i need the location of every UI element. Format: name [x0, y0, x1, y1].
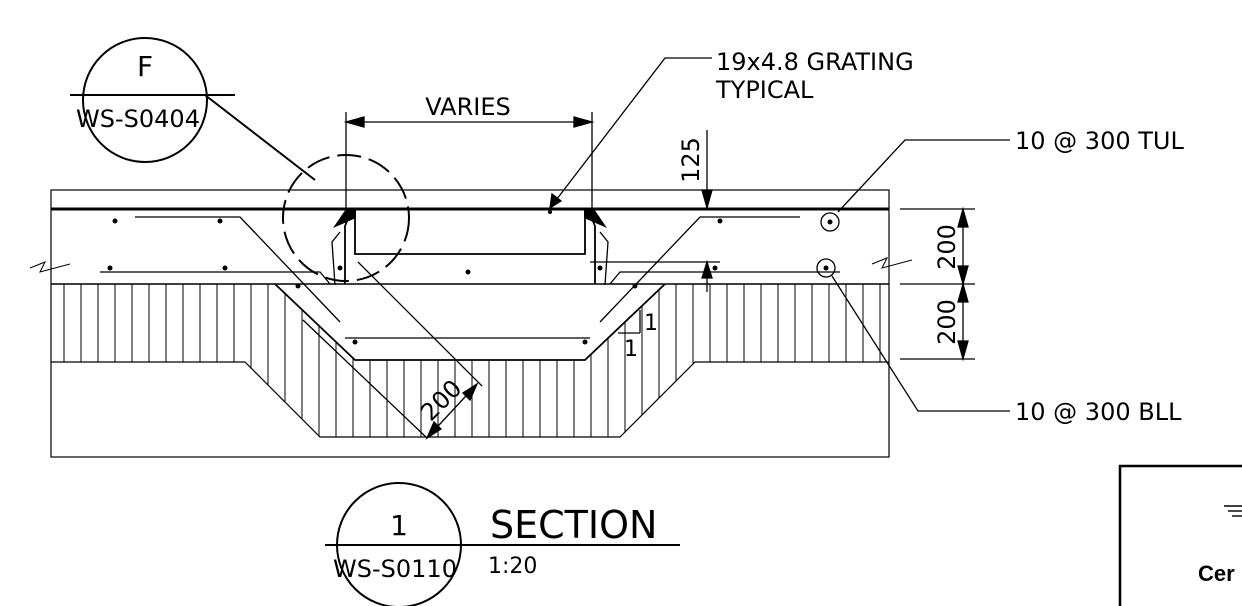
break-line-left [29, 261, 71, 273]
section-sheet: WS-S0110 [333, 555, 457, 583]
base-depth-label: 200 [933, 299, 961, 345]
bottom-bar-leader [831, 275, 1010, 412]
grating-leader [549, 57, 712, 210]
vertical-bar-left [331, 231, 341, 286]
ground-hatch [63, 284, 881, 437]
callout-bubble [82, 37, 209, 163]
grating-angle-left [333, 209, 356, 228]
grating-angle-right [584, 209, 607, 228]
top-bar-marker [820, 212, 840, 232]
break-line-right [871, 257, 913, 269]
section-frame [50, 189, 890, 458]
bottom-bar-marker [816, 258, 836, 278]
cover-dimension [590, 130, 720, 292]
stamp-text-fragment: Cer [1198, 561, 1235, 586]
slab-depth-label: 200 [933, 224, 961, 270]
rebar-dots [107, 210, 723, 345]
reinforcement [100, 216, 840, 323]
callout-sheet: WS-S0404 [76, 105, 200, 133]
section-scale: 1:20 [488, 554, 537, 579]
top-bar-leader [837, 139, 1010, 213]
stamp-box: Cer [1118, 464, 1242, 606]
bottom-bar-note: 10 @ 300 BLL [1015, 398, 1182, 426]
channel-outer [274, 283, 666, 361]
callout-letter: F [137, 50, 153, 83]
section-title-text: SECTION [490, 503, 657, 547]
top-bar-left [135, 216, 341, 323]
bottom-bar-marker-dot [823, 265, 829, 271]
right-dimensions [900, 206, 975, 362]
top-bar-note: 10 @ 300 TUL [1015, 127, 1184, 155]
bottom-bar-left [100, 271, 331, 285]
top-bar-marker-dot [827, 219, 833, 225]
detail-callout: F WS-S0404 [70, 37, 316, 181]
haunch-label: 200 [415, 374, 467, 426]
haunch-dimension [302, 261, 483, 440]
section-title: 1 WS-S0110 SECTION 1:20 [325, 482, 680, 606]
ground-profile [51, 361, 889, 438]
slope-rise-label: 1 [644, 311, 658, 336]
grating-note-line2: TYPICAL [715, 76, 814, 104]
cover-label: 125 [677, 137, 705, 183]
stamp-logo [1224, 505, 1242, 517]
varies-dimension [343, 112, 595, 209]
vertical-bar-right [599, 231, 609, 286]
slope-symbol [618, 310, 641, 334]
callout-leader [204, 94, 316, 181]
top-bar-right [599, 216, 800, 323]
slope-run-label: 1 [624, 337, 638, 362]
bottom-bar-right [609, 271, 840, 285]
varies-label: VARIES [425, 93, 510, 121]
channel [274, 213, 666, 361]
grating-note-line1: 19x4.8 GRATING [716, 48, 914, 76]
slab [29, 207, 913, 285]
section-number: 1 [390, 509, 408, 542]
